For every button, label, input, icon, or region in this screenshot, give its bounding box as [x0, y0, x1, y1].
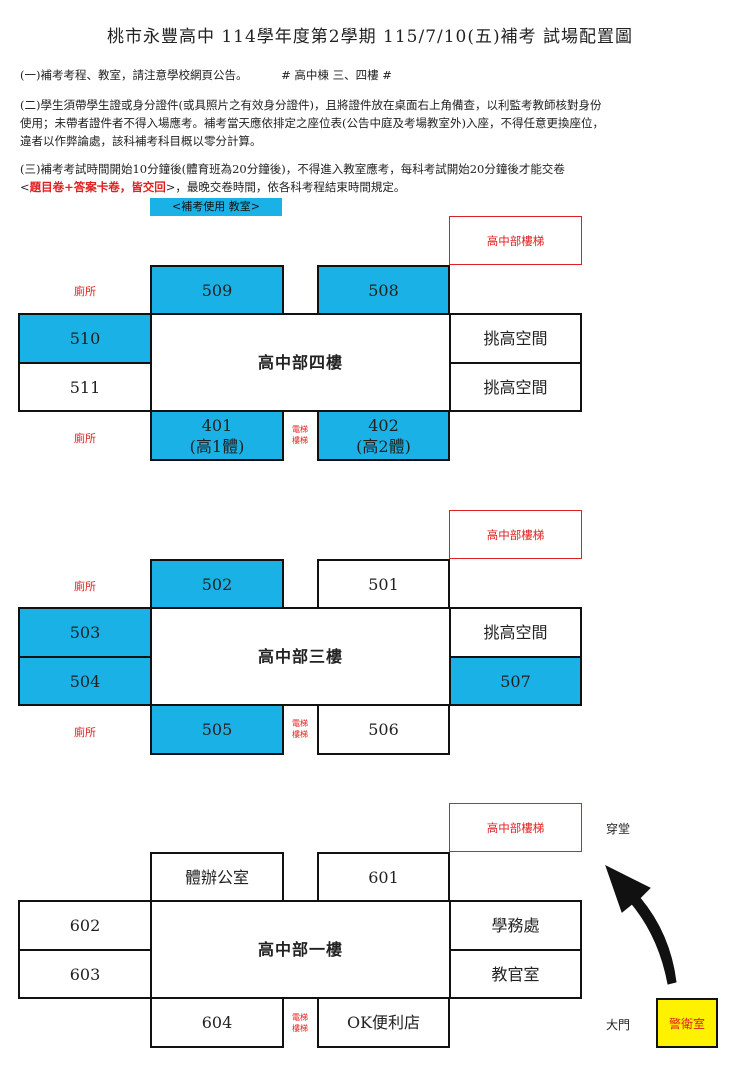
floor1-hall: 高中部一樓: [150, 900, 451, 999]
room-501: 501: [317, 559, 450, 609]
note-3-open: <: [20, 180, 30, 194]
note-3: (三)補考考試時間開始10分鐘後(體育班為20分鐘後)，不得進入教室應考，每科考…: [20, 160, 720, 196]
elevator-label: 電梯: [292, 1013, 308, 1022]
note-1: (一)補考考程、教室，請注意學校網頁公告。 # 高中棟 三、四樓 #: [20, 66, 720, 84]
note-2-line-1: (二)學生須帶學生證或身分證件(或具照片之有效身分證件)，且將證件放在桌面右上角…: [20, 98, 602, 112]
stairs-label: 樓梯: [292, 730, 308, 739]
room-402-sub: (高2體): [356, 436, 411, 456]
note-1-location: # 高中棟 三、四樓 #: [281, 68, 392, 82]
floor3-toilet-top: 廁所: [74, 580, 96, 593]
note-2: (二)學生須帶學生證或身分證件(或具照片之有效身分證件)，且將證件放在桌面右上角…: [20, 96, 720, 150]
note-3-rest: >，最晚交卷時間，依各科考程結束時間規定。: [165, 180, 406, 194]
note-3-line-2: <題目卷+答案卡卷，皆交回>，最晚交卷時間，依各科考程結束時間規定。: [20, 178, 720, 196]
floor1-elevator: 電梯 樓梯: [289, 1012, 311, 1034]
room-511: 511: [18, 362, 152, 412]
floor3-void-1: 挑高空間: [449, 607, 582, 658]
note-2-line-3: 違者以作弊論處，該科補考科目概以零分計算。: [20, 134, 262, 148]
stairs-label: 樓梯: [292, 1024, 308, 1033]
room-506: 506: [317, 704, 450, 755]
room-402-number: 402: [368, 415, 399, 435]
note-3-line-1: (三)補考考試時間開始10分鐘後(體育班為20分鐘後)，不得進入教室應考，每科考…: [20, 162, 565, 176]
stairs-label: 樓梯: [292, 436, 308, 445]
legend-used-rooms: <補考使用 教室>: [150, 198, 282, 216]
room-401-sub: (高1體): [189, 436, 245, 456]
gate-label: 大門: [606, 1018, 631, 1032]
room-401-number: 401: [201, 415, 233, 435]
room-603: 603: [18, 949, 152, 999]
note-2-line-2: 使用；未帶者證件者不得入場應考。補考當天應依排定之座位表(公告中庭及考場教室外)…: [20, 116, 604, 130]
room-505: 505: [150, 704, 284, 755]
floor3-hall: 高中部三樓: [150, 607, 451, 706]
lobby-label: 穿堂: [606, 822, 631, 836]
floor4-toilet-bottom: 廁所: [74, 432, 96, 445]
room-402: 402 (高2體): [317, 410, 450, 461]
floor4-stair: 高中部樓梯: [449, 216, 582, 265]
guard-room: 警衛室: [656, 998, 718, 1048]
room-504: 504: [18, 656, 152, 706]
floor1-stair: 高中部樓梯: [449, 803, 582, 852]
military-office: 教官室: [449, 949, 582, 999]
elevator-label: 電梯: [292, 425, 308, 434]
room-508: 508: [317, 265, 450, 315]
room-602: 602: [18, 900, 152, 951]
elevator-label: 電梯: [292, 719, 308, 728]
floor3-toilet-bottom: 廁所: [74, 726, 96, 739]
ok-store: OK便利店: [317, 997, 450, 1048]
room-401: 401 (高1體): [150, 410, 284, 461]
floor3-elevator: 電梯 樓梯: [289, 718, 311, 740]
floor4-toilet-top: 廁所: [74, 285, 96, 298]
floor4-elevator: 電梯 樓梯: [289, 424, 311, 446]
note-3-highlight: 題目卷+答案卡卷，皆交回: [29, 180, 166, 194]
floor4-void-2: 挑高空間: [449, 362, 582, 412]
floor3-stair: 高中部樓梯: [449, 510, 582, 559]
room-601: 601: [317, 852, 450, 902]
page-title: 桃市永豐高中 114學年度第2學期 115/7/10(五)補考 試場配置圖: [106, 27, 634, 47]
room-604: 604: [150, 997, 284, 1048]
room-507: 507: [449, 656, 582, 706]
floor4-hall: 高中部四樓: [150, 313, 451, 412]
note-1-text: (一)補考考程、教室，請注意學校網頁公告。: [20, 68, 248, 82]
